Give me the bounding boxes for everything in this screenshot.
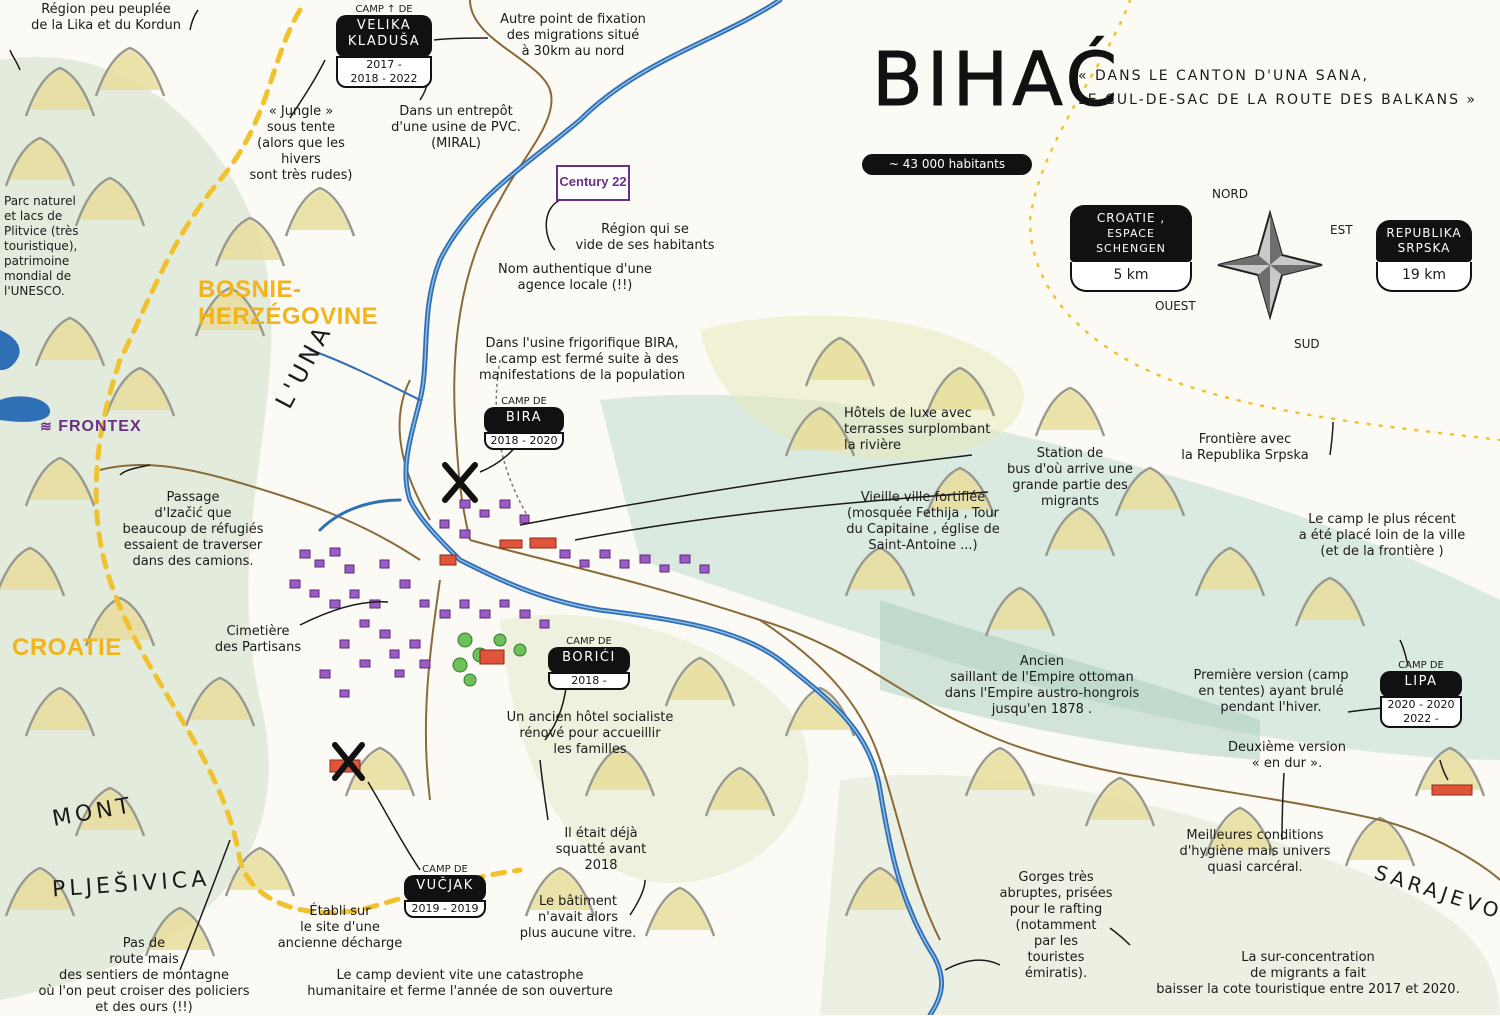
- camp-borici-years: 2018 -: [548, 672, 630, 690]
- note-hotel-socialiste: Un ancien hôtel socialiste rénové pour a…: [506, 710, 674, 757]
- note-izacic: Passage d'Izačić que beaucoup de réfugié…: [122, 490, 264, 569]
- camp-borici-prefix: CAMP DE: [566, 636, 612, 647]
- camp-velika-kladusa: CAMP ↑ DE VELIKA KLADUŠA 2017 - 2018 - 2…: [336, 4, 432, 88]
- note-etabli: Établi sur le site d'une ancienne déchar…: [277, 904, 403, 951]
- camp-velika-years2: 2018 - 2022: [350, 72, 418, 85]
- camp-vucjak-years: 2019 - 2019: [404, 900, 486, 918]
- note-batiment: Le bâtiment n'avait alors plus aucune vi…: [519, 894, 637, 941]
- note-squatte: Il était déjà squatté avant 2018: [555, 826, 647, 873]
- camp-velika-years1: 2017 -: [366, 58, 402, 71]
- camp-bira-years: 2018 - 2020: [484, 432, 564, 450]
- city-buildings: [289, 499, 710, 698]
- camp-lipa-prefix: CAMP DE: [1398, 660, 1444, 671]
- camp-velika-name2: KLADUŠA: [347, 34, 421, 49]
- note-cimetiere: Cimetière des Partisans: [214, 624, 302, 655]
- compass-west: OUEST: [1155, 299, 1196, 313]
- camp-lipa-years2: 2022 -: [1403, 712, 1439, 725]
- roads: [99, 0, 1500, 941]
- compass-east: EST: [1330, 223, 1353, 237]
- note-premiere-version: Première version (camp en tentes) ayant …: [1193, 668, 1349, 715]
- distance-rs-value: 19 km: [1376, 262, 1472, 292]
- note-frontiere-rs: Frontière avec la Republika Srpska: [1181, 432, 1309, 463]
- note-surconcentration: La sur-concentration de migrants a fait …: [1156, 950, 1460, 997]
- distance-croatie-line2: ESPACE SCHENGEN: [1096, 227, 1166, 255]
- note-deuxieme-version: Deuxième version « en dur ».: [1228, 740, 1346, 771]
- distance-croatie-line1: CROATIE ,: [1096, 211, 1166, 225]
- label-bosnie: BOSNIE- HERZÉGOVINE: [198, 276, 378, 330]
- century22-sign: Century 22: [556, 165, 630, 201]
- plitvice-lakes: [0, 330, 51, 422]
- terrain-washes: [0, 56, 1500, 1015]
- camp-lipa: CAMP DE LIPA 2020 - 2020 2022 -: [1380, 660, 1462, 728]
- note-station: Station de bus d'où arrive une grande pa…: [1007, 446, 1133, 509]
- closed-camp-bira-mark: [442, 462, 478, 503]
- note-camp-recent: Le camp le plus récent a été placé loin …: [1298, 512, 1466, 559]
- distance-rs-line2: SRPSKA: [1397, 241, 1451, 255]
- frontex-icon: ≋: [40, 418, 53, 434]
- compass-rose: [1217, 209, 1323, 321]
- frontex-label: ≋ FRONTEX: [40, 418, 142, 436]
- closed-camp-vucjak-mark: [332, 742, 365, 781]
- una-river: [309, 0, 945, 1015]
- note-lika: Région peu peuplée de la Lika et du Kord…: [31, 2, 181, 33]
- note-vieille-ville: Vieille ville fortifiée (mosquée Fethija…: [846, 490, 1000, 553]
- camp-velika-name1: VELIKA: [356, 18, 412, 33]
- label-bosnie-2: HERZÉGOVINE: [198, 303, 379, 330]
- note-ottoman: Ancien saillant de l'Empire ottoman dans…: [944, 654, 1140, 717]
- camp-vucjak: CAMP DE VUČJAK 2019 - 2019: [404, 864, 486, 918]
- camp-lipa-years1: 2020 - 2020: [1387, 698, 1455, 711]
- population-badge: ~ 43 000 habitants: [862, 154, 1032, 175]
- note-meilleures-conditions: Meilleures conditions d'hygiène mais uni…: [1179, 828, 1331, 875]
- camp-bira-prefix: CAMP DE: [501, 396, 547, 407]
- camp-lipa-name: LIPA: [1404, 674, 1438, 689]
- distance-croatie: CROATIE , ESPACE SCHENGEN 5 km: [1070, 205, 1192, 292]
- camp-velika-prefix: CAMP ↑ DE: [355, 4, 413, 15]
- distance-rs-line1: REPUBLIKA: [1386, 226, 1462, 240]
- label-croatie: CROATIE: [12, 634, 122, 661]
- camp-vucjak-prefix: CAMP DE: [422, 864, 468, 875]
- subtitle-line-1: « DANS LE CANTON D'UNA SANA,: [1078, 68, 1369, 84]
- note-jungle: « Jungle » sous tente (alors que les hiv…: [249, 104, 353, 183]
- note-fixation: Autre point de fixation des migrations s…: [500, 12, 646, 59]
- note-pas-de-route: Pas de route mais des sentiers de montag…: [38, 936, 250, 1015]
- map-title: BIHAĆ: [871, 37, 1122, 123]
- note-bira: Dans l'usine frigorifique BIRA, le camp …: [479, 336, 685, 383]
- note-catastrophe: Le camp devient vite une catastrophe hum…: [307, 968, 613, 999]
- compass-south: SUD: [1294, 337, 1320, 351]
- note-agence: Nom authentique d'une agence locale (!!): [498, 262, 652, 293]
- note-gorges: Gorges très abruptes, prisées pour le ra…: [999, 870, 1113, 981]
- note-region-vide: Région qui se vide de ses habitants: [575, 222, 715, 253]
- camp-borici: CAMP DE BORIĆI 2018 -: [548, 636, 630, 690]
- camp-bira-name: BIRA: [505, 410, 543, 425]
- label-bosnie-1: BOSNIE-: [198, 276, 302, 303]
- frontex-text: FRONTEX: [58, 418, 142, 435]
- camp-borici-name: BORIĆI: [562, 650, 616, 665]
- croatia-border: [93, 7, 523, 916]
- note-plitvice: Parc naturel et lacs de Plitvice (très t…: [4, 194, 79, 298]
- subtitle-line-2: LE CUL-DE-SAC DE LA ROUTE DES BALKANS »: [1078, 92, 1478, 108]
- compass-north: NORD: [1212, 187, 1248, 201]
- century22-text: Century 22: [559, 174, 627, 189]
- distance-croatie-value: 5 km: [1070, 262, 1192, 292]
- camp-vucjak-name: VUČJAK: [416, 878, 474, 893]
- note-hotels: Hôtels de luxe avec terrasses surplomban…: [844, 406, 991, 453]
- note-entrepot: Dans un entrepôt d'une usine de PVC. (MI…: [391, 104, 521, 151]
- camp-bira: CAMP DE BIRA 2018 - 2020: [484, 396, 564, 450]
